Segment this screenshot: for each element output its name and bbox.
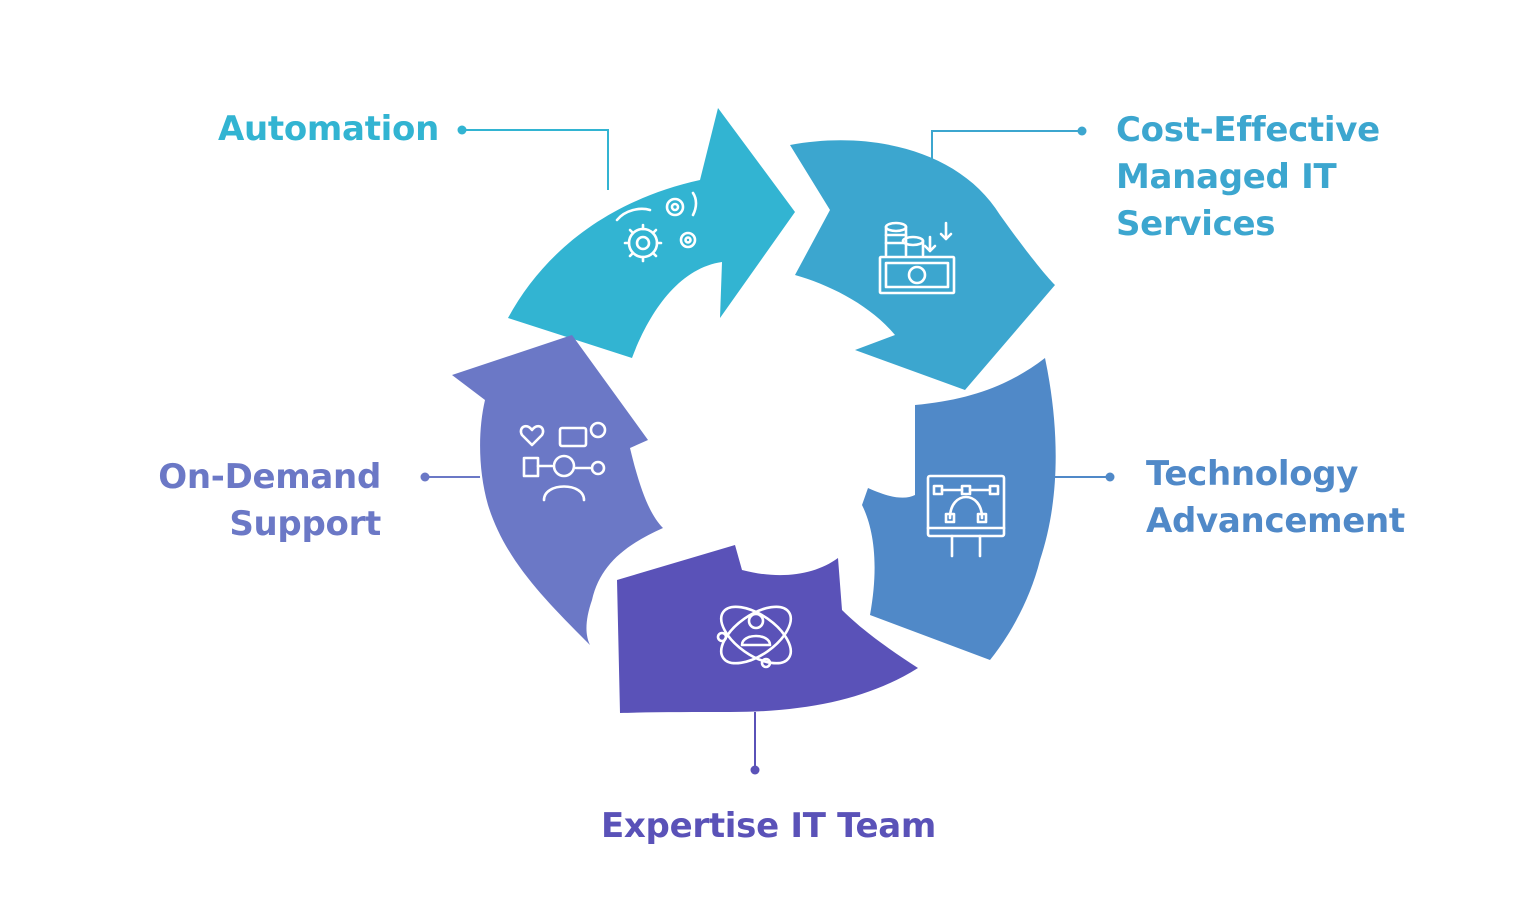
label-ondemand-line-2: Support: [229, 504, 381, 544]
vector-board-icon: [926, 474, 1006, 558]
label-cost-line-3: Services: [1116, 204, 1276, 244]
label-expertise: Expertise IT Team: [601, 803, 936, 850]
label-automation-line: Automation: [218, 109, 439, 149]
label-automation: Automation: [218, 106, 439, 153]
label-ondemand-line-1: On-Demand: [158, 457, 381, 497]
label-cost-line-1: Cost-Effective: [1116, 110, 1380, 150]
label-tech-line-1: Technology: [1146, 454, 1359, 494]
gears-icon: [615, 191, 698, 263]
label-expertise-line: Expertise IT Team: [601, 806, 937, 846]
connector-cost: [931, 126, 1087, 195]
label-ondemand: On-Demand Support: [158, 454, 381, 548]
connector-technology: [1053, 472, 1115, 482]
expertise-arrow-segment: [617, 545, 918, 713]
label-cost-line-2: Managed IT: [1116, 157, 1337, 197]
money-stack-icon: [878, 221, 956, 295]
cost-arrow-segment: [790, 140, 1055, 390]
technology-arrow-segment: [862, 358, 1056, 660]
connector-automation: [457, 125, 609, 190]
connector-expertise: [750, 712, 760, 775]
label-cost-effective: Cost-Effective Managed IT Services: [1116, 107, 1380, 248]
label-technology: Technology Advancement: [1146, 451, 1405, 545]
connector-ondemand: [420, 472, 480, 482]
atom-person-icon: [716, 605, 793, 669]
label-tech-line-2: Advancement: [1146, 501, 1405, 541]
support-agent-icon: [519, 421, 607, 502]
ondemand-arrow-segment: [452, 335, 663, 645]
